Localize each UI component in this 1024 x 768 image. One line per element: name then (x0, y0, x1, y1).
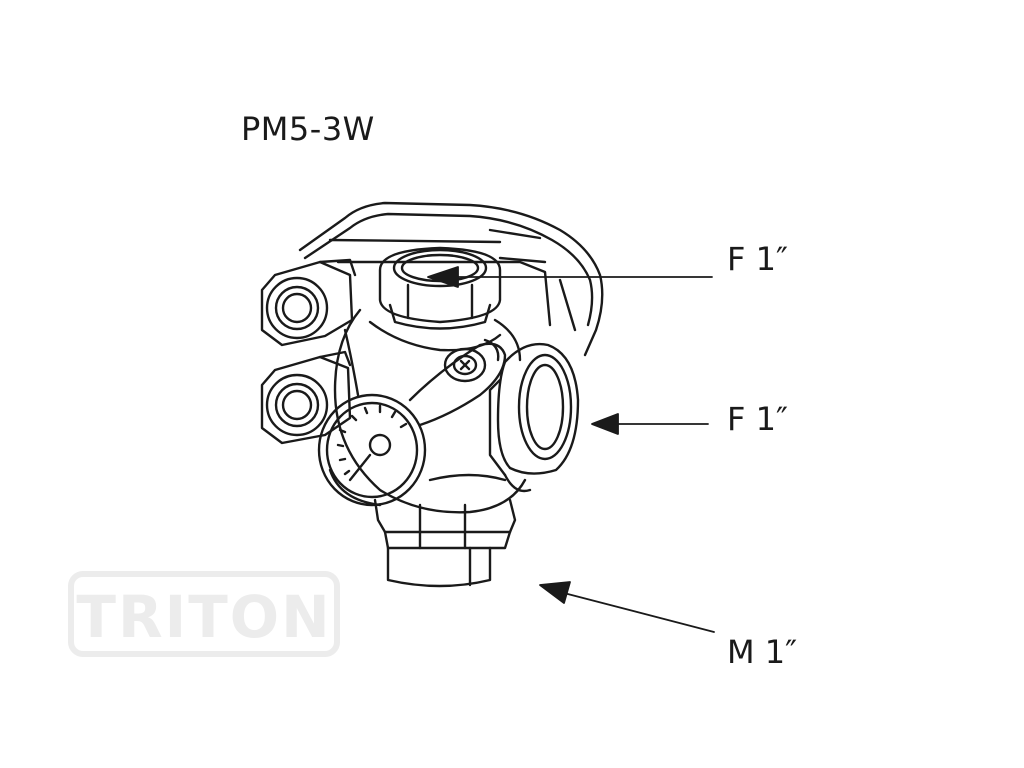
svg-text:TRITON: TRITON (76, 583, 331, 651)
top-port-fitting (378, 246, 502, 330)
callout-arrow-side (591, 413, 709, 435)
cable-gland-lower (260, 350, 352, 445)
triton-watermark-logo: TRITON (68, 571, 340, 657)
side-port-fitting (488, 342, 580, 493)
body-bolt (443, 338, 500, 383)
model-label: PM5-3W (241, 110, 375, 148)
callout-label-bottom: M 1″ (727, 633, 798, 671)
callout-label-top: F 1″ (727, 240, 788, 278)
pressure-gauge (317, 393, 427, 507)
cable-gland-upper (260, 258, 357, 347)
switch-housing (298, 201, 604, 357)
callout-arrow-top (427, 266, 713, 288)
callout-label-side: F 1″ (727, 400, 788, 438)
bottom-port-fitting (373, 473, 517, 588)
valve-body (333, 308, 527, 514)
callout-arrow-bottom (539, 581, 715, 633)
